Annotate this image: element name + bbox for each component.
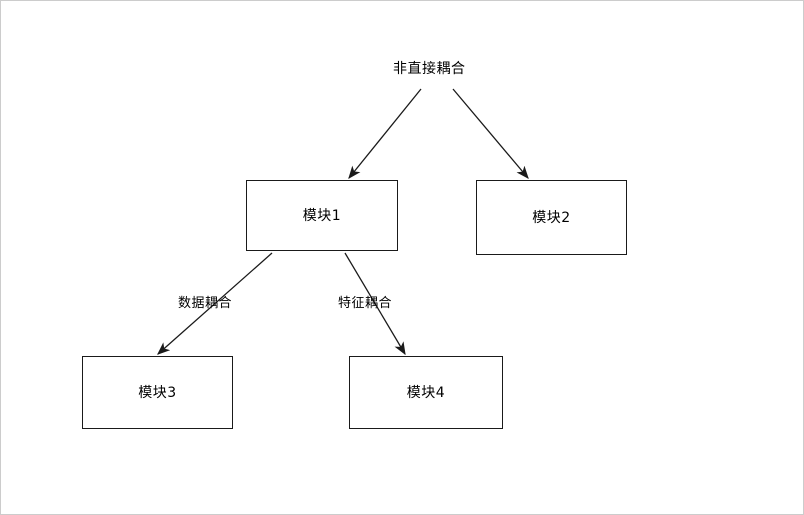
node-module4-label: 模块4 [406, 384, 446, 401]
edge-annotation-to-module1 [348, 88, 422, 180]
node-module4[interactable]: 模块4 [349, 356, 503, 429]
edge-label-feature-coupling: 特征耦合 [338, 296, 393, 311]
edge-annotation-to-module2 [452, 88, 529, 179]
node-module1[interactable]: 模块1 [246, 180, 398, 251]
node-module2[interactable]: 模块2 [476, 180, 627, 255]
node-module3[interactable]: 模块3 [82, 356, 233, 429]
edge-label-data-coupling: 数据耦合 [178, 296, 233, 311]
node-module2-label: 模块2 [532, 209, 571, 226]
edge-module1-to-module4 [344, 252, 406, 356]
node-module3-label: 模块3 [138, 384, 177, 401]
annotation-non-direct-coupling: 非直接耦合 [393, 61, 466, 77]
node-module1-label: 模块1 [302, 207, 342, 224]
edge-module1-to-module3 [157, 252, 273, 355]
